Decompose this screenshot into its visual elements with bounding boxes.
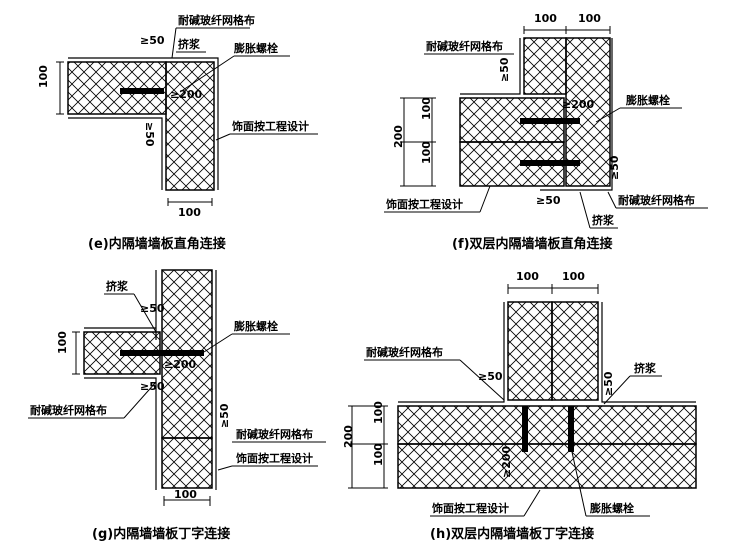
dim-f-ge200: ≥200 bbox=[562, 98, 595, 111]
dim-g-ge50-side: ≥50 bbox=[218, 403, 231, 428]
dim-h-100-a: 100 bbox=[372, 401, 385, 424]
panel-vertical-left bbox=[507, 301, 553, 401]
label-h-mesh: 耐碱玻纤网格布 bbox=[366, 345, 443, 359]
dim-f-100-b: 100 bbox=[420, 141, 433, 164]
label-e-bolt: 膨胀螺栓 bbox=[233, 41, 278, 55]
dim-f-ge50-bottom: ≥50 bbox=[536, 194, 561, 207]
panel-vertical-left bbox=[523, 37, 567, 95]
caption-f: (f)双层内隔墙墙板直角连接 bbox=[452, 236, 613, 252]
caption-h: (h)双层内隔墙墙板丁字连接 bbox=[430, 526, 594, 542]
label-e-mesh: 耐碱玻纤网格布 bbox=[178, 13, 255, 27]
dim-f-100-top-b: 100 bbox=[578, 12, 601, 25]
label-f-mesh-top: 耐碱玻纤网格布 bbox=[426, 39, 503, 53]
dim-h-100-top-b: 100 bbox=[562, 270, 585, 283]
dim-h-ge200: ≥200 bbox=[500, 445, 513, 478]
detail-f: 100 100 200 100 100 ≥50 ≥200 ≥50 ≥50 耐碱玻… bbox=[384, 12, 708, 252]
dim-h-100-b: 100 bbox=[372, 443, 385, 466]
label-h-bolt: 膨胀螺栓 bbox=[589, 501, 634, 515]
caption-e: (e)内隔墙墙板直角连接 bbox=[88, 236, 226, 252]
label-e-finish: 饰面按工程设计 bbox=[232, 119, 309, 133]
panel-vertical bbox=[165, 61, 215, 191]
dim-f-ge50-side: ≥50 bbox=[608, 155, 621, 180]
panel-horizontal-top bbox=[397, 405, 697, 445]
label-g-bolt: 膨胀螺栓 bbox=[233, 319, 278, 333]
panel-vertical-lower bbox=[161, 437, 213, 489]
panel-horizontal-bottom bbox=[397, 443, 697, 489]
dim-h-100-top-a: 100 bbox=[516, 270, 539, 283]
label-h-grout: 挤浆 bbox=[634, 361, 657, 375]
dim-f-100-a: 100 bbox=[420, 97, 433, 120]
dim-f-200: 200 bbox=[392, 125, 405, 148]
label-g-mesh-left: 耐碱玻纤网格布 bbox=[30, 403, 107, 417]
dim-h-200: 200 bbox=[342, 425, 355, 448]
label-f-mesh-bottom: 耐碱玻纤网格布 bbox=[618, 193, 695, 207]
dim-e-ge50-side: ≥50 bbox=[143, 122, 156, 147]
dim-h-ge50-right: ≥50 bbox=[602, 371, 615, 396]
dim-e-100-bottom: 100 bbox=[178, 206, 201, 219]
dim-e-ge50-top: ≥50 bbox=[140, 34, 165, 47]
label-g-grout: 挤浆 bbox=[106, 279, 129, 293]
label-f-bolt: 膨胀螺栓 bbox=[625, 93, 670, 107]
dim-g-ge200: ≥200 bbox=[164, 358, 197, 371]
detail-h: 100 100 200 100 100 ≥50 ≥50 ≥200 耐碱玻纤网格布… bbox=[342, 270, 697, 542]
dim-g-ge50-top: ≥50 bbox=[140, 302, 165, 315]
label-f-finish: 饰面按工程设计 bbox=[386, 197, 463, 211]
dim-f-100-top-a: 100 bbox=[534, 12, 557, 25]
dim-h-ge50-left: ≥50 bbox=[478, 370, 503, 383]
dim-f-ge50-top: ≥50 bbox=[498, 57, 511, 82]
label-g-finish: 饰面按工程设计 bbox=[236, 451, 313, 465]
label-g-mesh-right: 耐碱玻纤网格布 bbox=[236, 427, 313, 441]
dim-g-100-left: 100 bbox=[56, 331, 69, 354]
dim-e-100-left: 100 bbox=[37, 65, 50, 88]
dim-e-ge200: ≥200 bbox=[170, 88, 203, 101]
label-h-finish: 饰面按工程设计 bbox=[432, 501, 509, 515]
caption-g: (g)内隔墙墙板丁字连接 bbox=[92, 526, 230, 542]
label-f-grout: 挤浆 bbox=[592, 213, 615, 227]
detail-g: 100 100 ≥50 ≥200 ≥50 ≥50 挤浆 膨胀螺栓 耐碱玻纤网格布… bbox=[28, 269, 326, 542]
label-e-grout: 挤浆 bbox=[178, 37, 201, 51]
dim-g-100-bottom: 100 bbox=[174, 488, 197, 501]
panel-vertical-right bbox=[551, 301, 599, 401]
detail-e: 100 100 ≥50 ≥200 ≥50 耐碱玻纤网格布 挤浆 膨胀螺栓 饰面按… bbox=[37, 13, 318, 252]
